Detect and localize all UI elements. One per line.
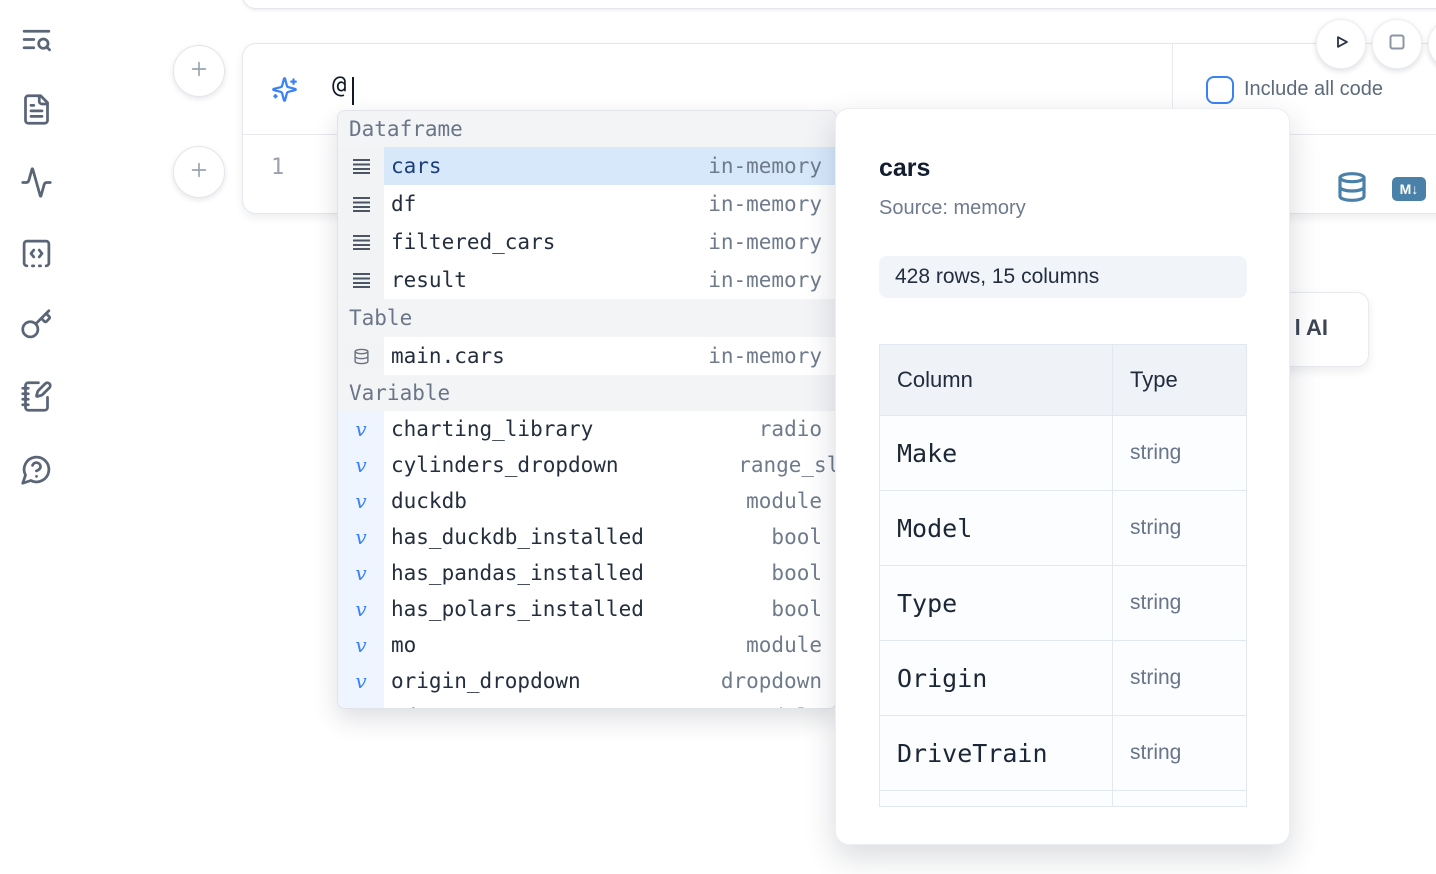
variable-icon: v <box>338 555 384 591</box>
autocomplete-item-mo[interactable]: v mo module <box>338 627 836 663</box>
sidebar-item-search[interactable] <box>18 24 54 60</box>
dataframe-icon <box>338 261 384 299</box>
autocomplete-popup: Dataframe cars in-memory df in-memory fi… <box>337 110 837 709</box>
table-row: Origin string <box>880 640 1246 715</box>
autocomplete-item-main-cars[interactable]: main.cars in-memory <box>338 337 836 375</box>
autocomplete-item-pd[interactable]: v pd module <box>338 699 836 708</box>
sidebar-item-scratchpad[interactable] <box>18 381 54 417</box>
key-icon <box>20 308 53 346</box>
autocomplete-item-has-polars-installed[interactable]: v has_polars_installed bool <box>338 591 836 627</box>
variable-icon: v <box>338 591 384 627</box>
variable-icon: v <box>338 627 384 663</box>
plus-icon <box>188 159 210 186</box>
autocomplete-item-cars[interactable]: cars in-memory <box>338 147 836 185</box>
autocomplete-item-origin-dropdown[interactable]: v origin_dropdown dropdown <box>338 663 836 699</box>
line-number: 1 <box>271 155 285 180</box>
sidebar-item-secrets[interactable] <box>18 309 54 345</box>
help-chat-icon <box>20 453 53 491</box>
variable-icon: v <box>338 519 384 555</box>
dataset-title: cars <box>879 154 931 182</box>
autocomplete-item-filtered-cars[interactable]: filtered_cars in-memory <box>338 223 836 261</box>
sidebar-item-activity[interactable] <box>18 167 54 203</box>
sparkles-icon <box>271 76 298 103</box>
sidebar-item-help[interactable] <box>18 454 54 490</box>
variable-icon: v <box>338 699 384 708</box>
table-row <box>880 790 1246 806</box>
dataset-preview-panel: cars Source: memory 428 rows, 15 columns… <box>835 108 1290 845</box>
ai-prompt-input[interactable]: @ <box>332 71 347 99</box>
variable-icon: v <box>338 411 384 447</box>
play-icon <box>1329 30 1353 59</box>
autocomplete-item-charting-library[interactable]: v charting_library radio <box>338 411 836 447</box>
variable-icon: v <box>338 483 384 519</box>
autocomplete-item-has-duckdb-installed[interactable]: v has_duckdb_installed bool <box>338 519 836 555</box>
variable-icon: v <box>338 447 384 483</box>
database-connect-icon[interactable] <box>1336 170 1368 204</box>
run-cell-button[interactable] <box>1316 19 1366 69</box>
dataframe-icon <box>338 147 384 185</box>
autocomplete-item-cylinders-dropdown[interactable]: v cylinders_dropdown range_sli <box>338 447 836 483</box>
sidebar-item-snippets[interactable] <box>18 238 54 274</box>
vertical-divider <box>1172 44 1173 134</box>
stop-icon <box>1385 30 1409 59</box>
dataset-shape-badge: 428 rows, 15 columns <box>879 256 1247 298</box>
autocomplete-item-has-pandas-installed[interactable]: v has_pandas_installed bool <box>338 555 836 591</box>
ai-prompt-row: @ Include all code <box>243 44 1436 134</box>
section-header-variable: Variable <box>338 375 836 411</box>
table-row: Model string <box>880 490 1246 565</box>
add-cell-above-button[interactable] <box>173 45 225 97</box>
plus-icon <box>188 58 210 85</box>
dataframe-icon <box>338 185 384 223</box>
section-header-dataframe: Dataframe <box>338 111 836 147</box>
table-row: Make string <box>880 415 1246 490</box>
text-cursor <box>352 77 354 105</box>
ai-button-label: l AI <box>1294 315 1328 340</box>
add-cell-below-button[interactable] <box>173 146 225 198</box>
activity-icon <box>20 166 53 204</box>
table-row: Type string <box>880 565 1246 640</box>
include-all-code-checkbox[interactable] <box>1206 76 1234 104</box>
variable-icon: v <box>338 663 384 699</box>
autocomplete-item-duckdb[interactable]: v duckdb module <box>338 483 836 519</box>
autocomplete-item-df[interactable]: df in-memory <box>338 185 836 223</box>
autocomplete-item-result[interactable]: result in-memory <box>338 261 836 299</box>
include-all-code-label: Include all code <box>1244 78 1383 100</box>
snippets-code-icon <box>20 237 53 275</box>
schema-table-header: Column Type <box>880 345 1246 415</box>
dataframe-icon <box>338 223 384 261</box>
markdown-convert-button[interactable]: M↓ <box>1392 177 1426 201</box>
notebook-pen-icon <box>20 380 53 418</box>
table-row: DriveTrain string <box>880 715 1246 790</box>
dataset-source: Source: memory <box>879 197 1026 219</box>
file-text-icon <box>20 93 53 131</box>
text-search-icon <box>20 23 53 61</box>
schema-table: Column Type Make string Model string Typ… <box>879 344 1247 807</box>
section-header-table: Table <box>338 299 836 337</box>
database-icon <box>338 337 384 375</box>
sidebar-item-files[interactable] <box>18 94 54 130</box>
previous-cell-edge <box>242 0 1436 9</box>
stop-cell-button[interactable] <box>1372 19 1422 69</box>
